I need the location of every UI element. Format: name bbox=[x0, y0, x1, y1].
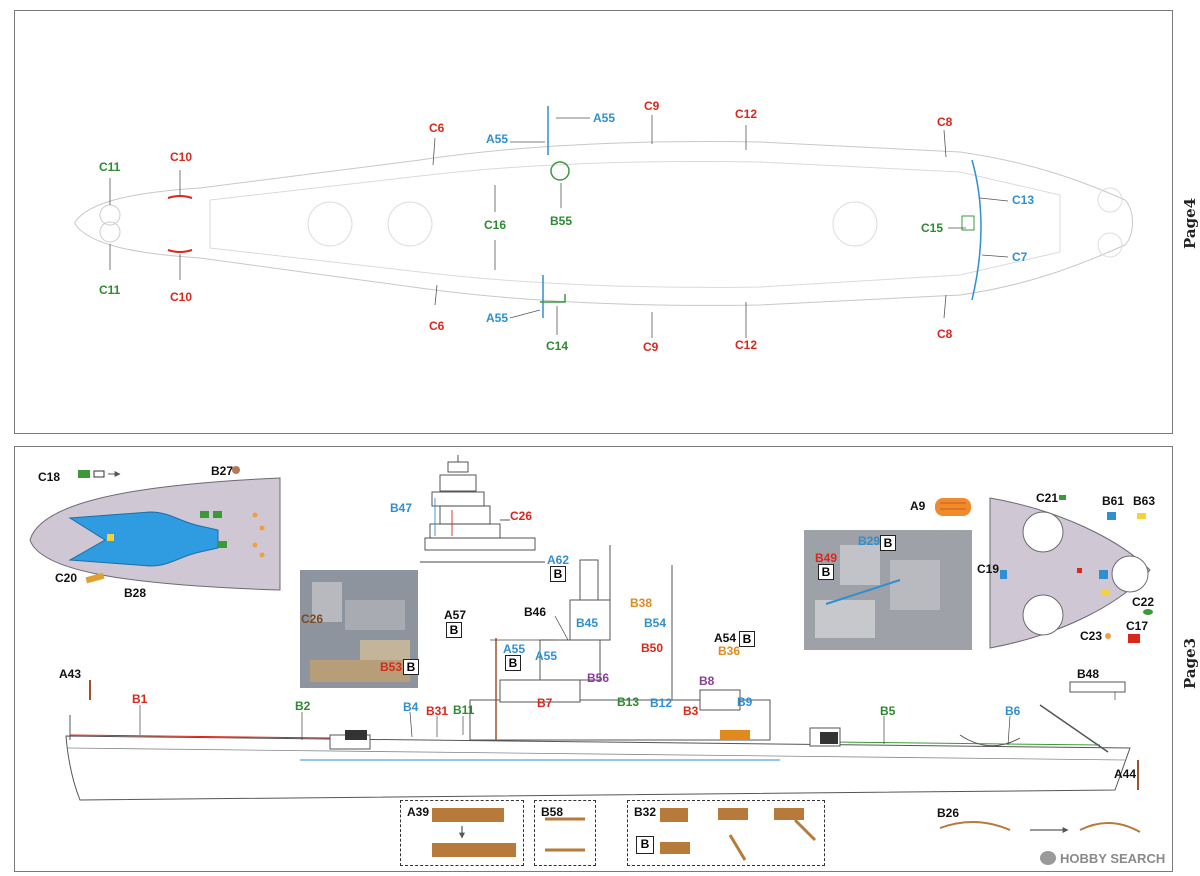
label-b48: B48 bbox=[1077, 667, 1100, 681]
label-c8-bottom: C8 bbox=[937, 327, 953, 341]
label-b9: B9 bbox=[737, 695, 753, 709]
label-c10-bottom: C10 bbox=[170, 290, 193, 304]
label-b61: B61 bbox=[1102, 494, 1125, 508]
label-b6: B6 bbox=[1005, 704, 1021, 718]
b58-assembly-box bbox=[534, 800, 596, 866]
label-c11-top: C11 bbox=[99, 160, 121, 174]
b-box-1: B bbox=[550, 566, 566, 582]
label-b32: B32 bbox=[634, 805, 657, 819]
label-c26: C26 bbox=[510, 509, 533, 523]
page4-panel bbox=[14, 10, 1173, 434]
label-a43: A43 bbox=[59, 667, 82, 681]
label-b1: B1 bbox=[132, 692, 148, 706]
label-c11-bottom: C11 bbox=[99, 283, 121, 297]
label-b49: B49 bbox=[815, 551, 838, 565]
label-b29: B29 bbox=[858, 534, 881, 548]
a39-assembly-box bbox=[400, 800, 524, 866]
label-c14: C14 bbox=[546, 339, 569, 353]
label-b27: B27 bbox=[211, 464, 234, 478]
label-b5: B5 bbox=[880, 704, 896, 718]
ship-side-profile bbox=[65, 545, 1139, 801]
label-b11: B11 bbox=[453, 703, 475, 717]
label-a39: A39 bbox=[407, 805, 430, 819]
label-c23: C23 bbox=[1080, 629, 1103, 643]
label-b45: B45 bbox=[576, 616, 599, 630]
b-box-7: B bbox=[739, 631, 755, 647]
label-b50: B50 bbox=[641, 641, 664, 655]
label-b2: B2 bbox=[295, 699, 311, 713]
label-a62: A62 bbox=[547, 553, 570, 567]
label-c13: C13 bbox=[1012, 193, 1035, 207]
label-b26: B26 bbox=[937, 806, 960, 820]
watermark-text: HOBBY SEARCH bbox=[1060, 851, 1166, 866]
label-c19: C19 bbox=[977, 562, 1000, 576]
label-b63: B63 bbox=[1133, 494, 1156, 508]
label-c21: C21 bbox=[1036, 491, 1059, 505]
label-a9: A9 bbox=[910, 499, 926, 513]
label-b54: B54 bbox=[644, 616, 667, 630]
b-box-4: B bbox=[505, 655, 521, 671]
label-b13: B13 bbox=[617, 695, 640, 709]
label-a55-side: A55 bbox=[503, 642, 526, 656]
label-c16: C16 bbox=[484, 218, 507, 232]
label-b56: B56 bbox=[587, 671, 610, 685]
label-a55-left: A55 bbox=[486, 132, 509, 146]
label-b28: B28 bbox=[124, 586, 147, 600]
label-b36: B36 bbox=[718, 644, 741, 658]
label-c20: C20 bbox=[55, 571, 78, 585]
label-c8-top: C8 bbox=[937, 115, 953, 129]
label-c22: C22 bbox=[1132, 595, 1155, 609]
label-b31: B31 bbox=[426, 704, 449, 718]
label-c6-top: C6 bbox=[429, 121, 445, 135]
label-c6-bottom: C6 bbox=[429, 319, 445, 333]
label-a54: A54 bbox=[714, 631, 737, 645]
label-b47: B47 bbox=[390, 501, 413, 515]
b-box-8: B bbox=[636, 836, 654, 854]
label-b46: B46 bbox=[524, 605, 547, 619]
label-c12-bottom: C12 bbox=[735, 338, 758, 352]
b-box-2: B bbox=[403, 659, 419, 675]
label-c12-top: C12 bbox=[735, 107, 758, 121]
label-c18: C18 bbox=[38, 470, 61, 484]
b-box-6: B bbox=[818, 564, 834, 580]
label-b3: B3 bbox=[683, 704, 699, 718]
label-b7: B7 bbox=[537, 696, 553, 710]
label-b38: B38 bbox=[630, 596, 653, 610]
b-box-3: B bbox=[446, 622, 462, 638]
label-c26-photo: C26 bbox=[301, 612, 324, 626]
label-a55-mast: A55 bbox=[535, 649, 558, 663]
label-b55: B55 bbox=[550, 214, 573, 228]
label-b12: B12 bbox=[650, 696, 673, 710]
label-b8: B8 bbox=[699, 674, 715, 688]
b32-assembly-box bbox=[627, 800, 825, 866]
label-a55-right: A55 bbox=[593, 111, 616, 125]
label-c9-top: C9 bbox=[644, 99, 660, 113]
label-c7: C7 bbox=[1012, 250, 1028, 264]
label-c9-bottom: C9 bbox=[643, 340, 659, 354]
label-c10-top: C10 bbox=[170, 150, 193, 164]
label-a57: A57 bbox=[444, 608, 467, 622]
label-a44: A44 bbox=[1114, 767, 1137, 781]
label-a55-bottom: A55 bbox=[486, 311, 509, 325]
label-b53: B53 bbox=[380, 660, 403, 674]
label-c15: C15 bbox=[921, 221, 944, 235]
label-b4: B4 bbox=[403, 700, 419, 714]
label-b58: B58 bbox=[541, 805, 564, 819]
watermark-logo bbox=[1040, 851, 1056, 865]
b-box-5: B bbox=[880, 535, 896, 551]
label-c17: C17 bbox=[1126, 619, 1149, 633]
